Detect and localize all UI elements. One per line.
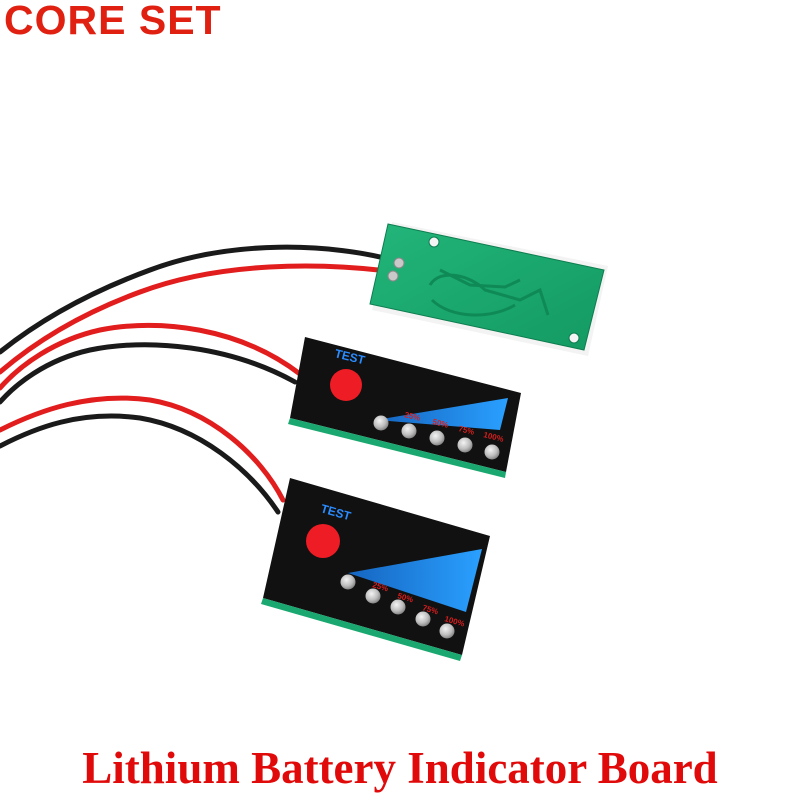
wires-back-board — [0, 244, 403, 375]
test-button-front — [306, 524, 340, 558]
pcb-back-board — [369, 222, 608, 356]
indicator-board-front: TEST 25% 50% 75% 100% — [261, 478, 490, 661]
level-bar-front — [348, 549, 482, 612]
level-label-25-front: 25% — [371, 580, 389, 593]
led-row-middle — [373, 415, 500, 460]
brand-logo-text: CORE SET — [4, 0, 222, 43]
wires-middle-board — [0, 322, 303, 405]
level-label-75-middle: 75% — [458, 424, 476, 437]
led-row-front — [340, 574, 455, 639]
level-label-50-front: 50% — [396, 591, 414, 604]
level-label-75-front: 75% — [421, 603, 439, 616]
indicator-board-middle: TEST 25% 50% 75% 100% — [288, 337, 521, 478]
product-caption: Lithium Battery Indicator Board — [82, 743, 718, 793]
level-label-25-middle: 25% — [404, 410, 422, 423]
wires-front-board — [0, 395, 286, 515]
test-button-middle — [330, 369, 362, 401]
level-bar-middle — [376, 398, 508, 430]
level-label-50-middle: 50% — [432, 417, 450, 430]
